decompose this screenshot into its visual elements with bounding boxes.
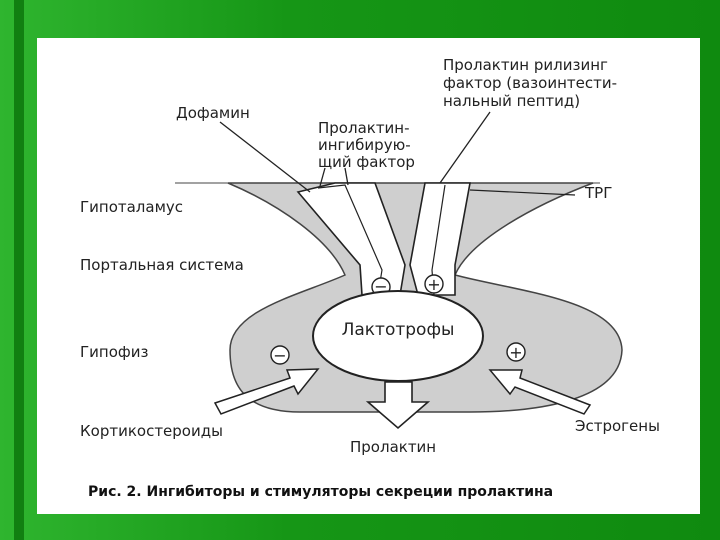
vip-label-line1: Пролактин рилизинг bbox=[443, 56, 608, 74]
pif-label-line2: ингибирую- bbox=[318, 136, 411, 154]
lactotrophs-label: Лактотрофы bbox=[342, 320, 455, 340]
inhibitory-pathway bbox=[296, 182, 406, 296]
estrogens-arrow bbox=[488, 369, 592, 415]
prolactin-label: Пролактин bbox=[350, 438, 436, 456]
corticosteroids-minus-text: − bbox=[273, 346, 286, 365]
dopamine-label: Дофамин bbox=[176, 104, 250, 122]
estrogens-label: Эстрогены bbox=[575, 417, 660, 435]
pif-label-line3: щий фактор bbox=[318, 153, 415, 171]
trh-leader bbox=[469, 189, 576, 196]
corticosteroids-arrow bbox=[213, 368, 320, 415]
slide-left-bar bbox=[14, 0, 24, 540]
prolactin-arrow bbox=[365, 381, 431, 430]
corticosteroids-minus-sign bbox=[270, 345, 290, 365]
estrogens-plus-sign bbox=[506, 342, 526, 362]
vip-label-line3: нальный пептид) bbox=[443, 92, 580, 110]
pif-label-line1: Пролактин- bbox=[318, 119, 410, 137]
dopamine-leader bbox=[219, 121, 311, 193]
pif-leader-1 bbox=[319, 167, 326, 187]
hypothalamus-label: Гипоталамус bbox=[80, 198, 183, 216]
vip-label-line2: фактор (вазоинтести- bbox=[443, 74, 617, 92]
figure-caption: Рис. 2. Ингибиторы и стимуляторы секреци… bbox=[88, 484, 553, 500]
pif-leader-2 bbox=[344, 167, 349, 186]
portal-plus-sign bbox=[424, 274, 444, 294]
vip-leader bbox=[439, 111, 491, 184]
estrogens-plus-text: + bbox=[509, 343, 522, 362]
lactotrophs-cell bbox=[312, 290, 484, 382]
portal-system-label: Портальная система bbox=[80, 256, 244, 274]
pituitary-label: Гипофиз bbox=[80, 343, 148, 361]
corticosteroids-label: Кортикостероиды bbox=[80, 422, 223, 440]
stimulatory-pathway bbox=[409, 182, 471, 296]
trh-label: ТРГ bbox=[584, 184, 612, 202]
portal-plus-text: + bbox=[427, 275, 440, 294]
